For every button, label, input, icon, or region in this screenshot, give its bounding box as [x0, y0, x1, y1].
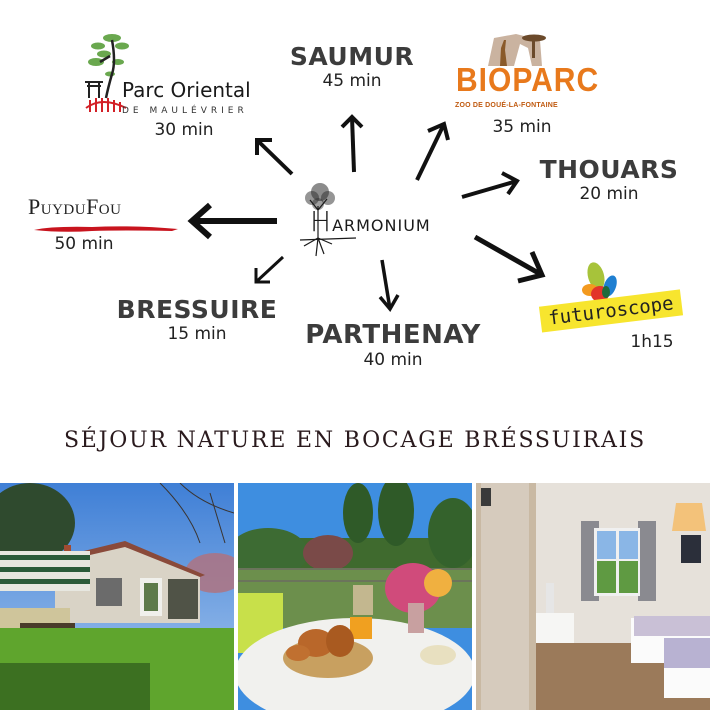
arrow-parthenay: [378, 259, 400, 313]
arrow-thouars: [461, 171, 520, 199]
saumur-name: SAUMUR: [289, 42, 415, 71]
parc-oriental-time: 30 min: [154, 120, 214, 140]
harmonium-initial: H: [310, 205, 333, 238]
arrow-puy-du-fou: [187, 202, 277, 240]
bedroom-image: [476, 483, 710, 710]
photo-bedroom: [476, 483, 710, 710]
destination-saumur: SAUMUR 45 min: [282, 42, 422, 91]
house-garden-image: [0, 483, 234, 710]
destination-bioparc: BIOPARC ZOO DE DOUÉ-LA-FONTAINE 35 min: [452, 34, 598, 144]
destination-parc-oriental: Parc Oriental DE MAULÉVRIER 30 min: [78, 32, 268, 142]
tree-icon: [299, 183, 357, 257]
futuroscope-name: futuroscope: [547, 292, 675, 330]
puy-du-fou-name: PuyduFou: [28, 194, 122, 219]
page-headline: SÉJOUR NATURE EN BOCAGE BRÉSSUIRAIS: [63, 428, 647, 453]
giraffe-baobab-icon: [488, 34, 546, 66]
parthenay-name: PARTHENAY: [305, 320, 481, 350]
destination-puy-du-fou: PuyduFou 50 min: [24, 190, 184, 260]
breakfast-table-image: [238, 483, 472, 710]
destination-futuroscope: futuroscope 1h15: [536, 262, 686, 362]
bressuire-name: BRESSUIRE: [116, 295, 278, 324]
bioparc-name: BIOPARC: [456, 62, 600, 99]
red-brushstroke-icon: [34, 226, 178, 232]
harmonium-text: ARMONIUM: [332, 216, 431, 235]
arrow-futuroscope: [473, 234, 546, 284]
photo-house-garden: [0, 483, 234, 710]
arrow-bioparc: [415, 121, 450, 181]
saumur-time: 45 min: [322, 71, 382, 91]
arrow-saumur: [340, 114, 364, 173]
arrow-parc-oriental: [255, 138, 294, 176]
thouars-name: THOUARS: [539, 155, 679, 184]
destination-parthenay: PARTHENAY 40 min: [298, 320, 488, 370]
parthenay-time: 40 min: [363, 350, 423, 370]
photo-breakfast-table: [238, 483, 472, 710]
thouars-time: 20 min: [579, 184, 639, 204]
parc-oriental-subtitle: DE MAULÉVRIER: [122, 106, 248, 116]
destination-thouars: THOUARS 20 min: [534, 155, 684, 204]
bioparc-time: 35 min: [492, 117, 552, 137]
puy-du-fou-time: 50 min: [54, 234, 114, 254]
harmonium-logo: HARMONIUM: [296, 180, 456, 260]
futuroscope-time: 1h15: [630, 332, 674, 352]
destination-bressuire: BRESSUIRE 15 min: [112, 295, 282, 344]
arrow-bressuire: [254, 255, 285, 284]
bonsai-torii-icon: [85, 34, 129, 112]
parc-oriental-name: Parc Oriental: [122, 78, 251, 102]
bressuire-time: 15 min: [167, 324, 227, 344]
bioparc-subtitle: ZOO DE DOUÉ-LA-FONTAINE: [455, 102, 558, 109]
